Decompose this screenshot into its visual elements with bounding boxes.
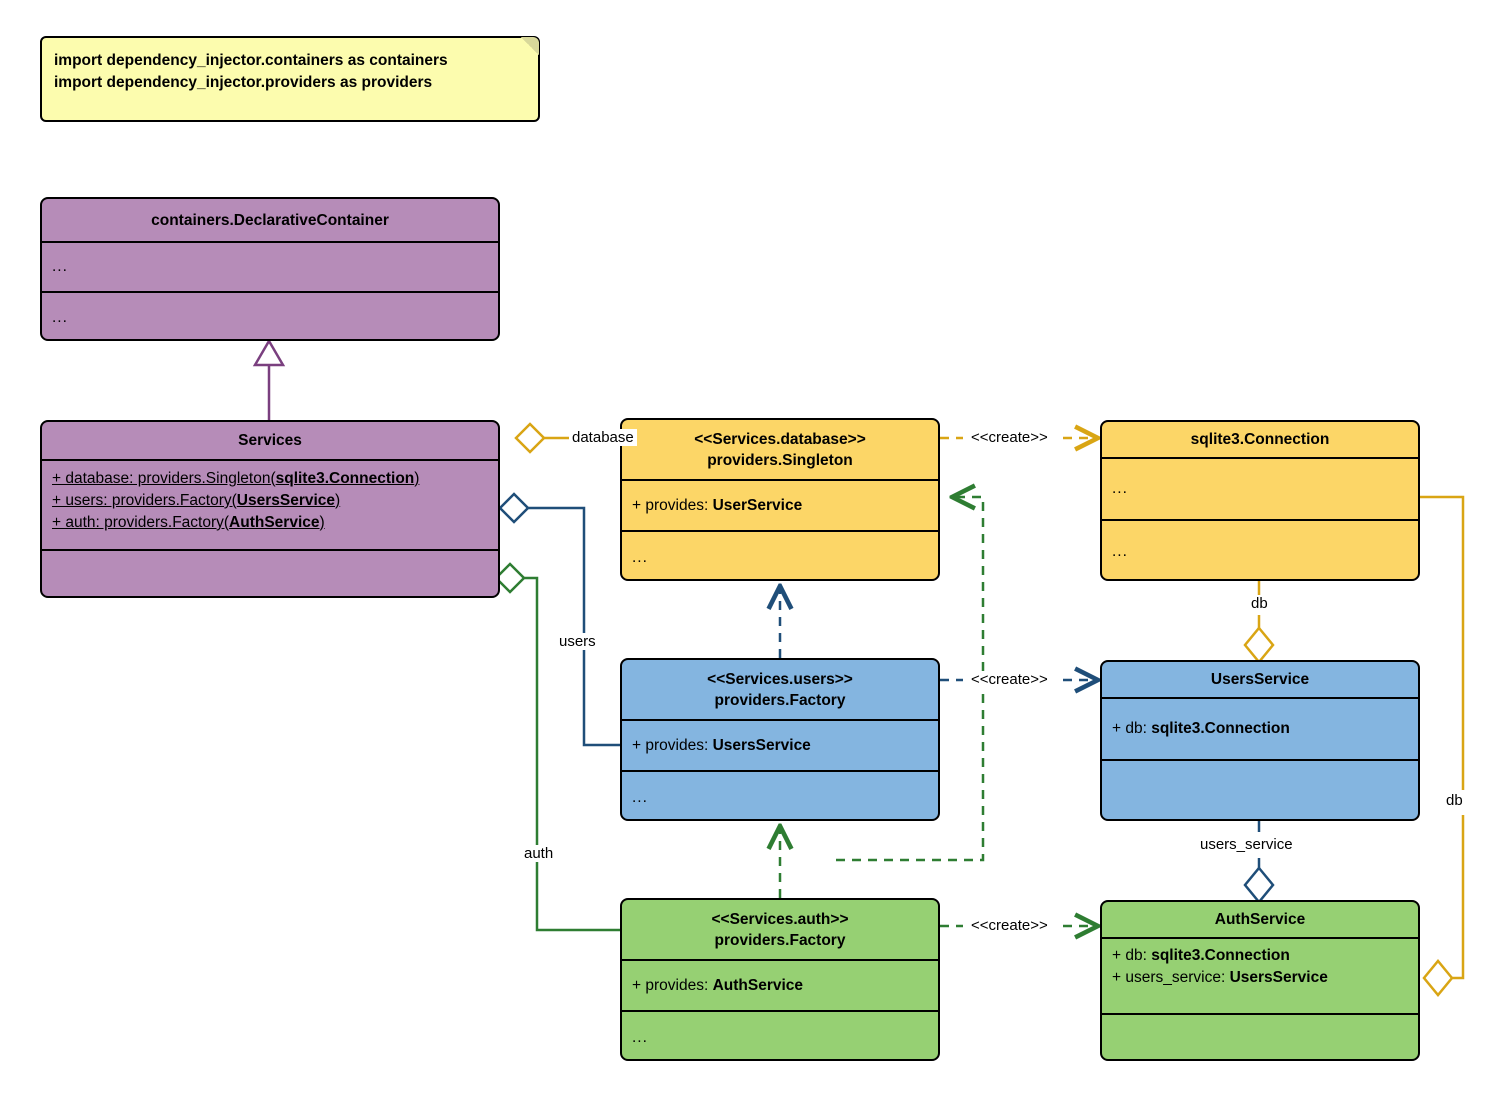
attribute-ellipsis: ...	[52, 258, 68, 275]
attribute-users-service: + users_service: UsersService	[1112, 969, 1328, 986]
attribute-db: + db: sqlite3.Connection	[1112, 720, 1290, 737]
method-ellipsis: ...	[52, 309, 68, 326]
attributes-compartment: + db: sqlite3.Connection + users_service…	[1102, 939, 1418, 1015]
class-stereotype: <<Services.auth>>	[711, 910, 849, 928]
attributes-compartment: ...	[1102, 459, 1418, 521]
attribute-ellipsis: ...	[1112, 480, 1128, 497]
class-auth-provider[interactable]: <<Services.auth>> providers.Factory + pr…	[620, 898, 940, 1061]
class-title: Services	[238, 432, 302, 449]
edge-generalization	[252, 338, 286, 420]
class-declarative-container[interactable]: containers.DeclarativeContainer ... ...	[40, 197, 500, 341]
methods-compartment	[42, 551, 498, 596]
attributes-compartment: + db: sqlite3.Connection	[1102, 699, 1418, 761]
methods-compartment: ...	[42, 293, 498, 339]
method-ellipsis: ...	[632, 1028, 648, 1046]
methods-compartment	[1102, 761, 1418, 819]
edge-label-db-users-service: db	[1248, 595, 1271, 612]
class-header: <<Services.database>> providers.Singleto…	[622, 420, 938, 481]
attribute-provides: + provides: UsersService	[632, 736, 811, 754]
class-header: AuthService	[1102, 902, 1418, 939]
class-stereotype: <<Services.users>>	[707, 670, 853, 688]
class-users-service[interactable]: UsersService + db: sqlite3.Connection	[1100, 660, 1420, 821]
methods-compartment: ...	[622, 772, 938, 819]
edge-label-auth: auth	[521, 845, 557, 862]
attributes-compartment: ...	[42, 243, 498, 293]
attribute-provides: + provides: AuthService	[632, 976, 804, 994]
class-header: containers.DeclarativeContainer	[42, 199, 498, 243]
method-ellipsis: ...	[632, 548, 648, 566]
class-services[interactable]: Services + database: providers.Singleton…	[40, 420, 500, 598]
edge-connection-db-authservice	[1420, 495, 1465, 997]
class-title: providers.Singleton	[707, 451, 853, 469]
edge-label-db-auth-service: db	[1443, 792, 1466, 809]
attribute-db: + db: sqlite3.Connection	[1112, 947, 1290, 964]
edge-label-create-auth: <<create>>	[968, 917, 1051, 934]
edge-label-users: users	[556, 633, 599, 650]
methods-compartment: ...	[622, 1012, 938, 1059]
methods-compartment: ...	[622, 532, 938, 579]
edge-usersservice-authservice	[1243, 821, 1275, 904]
class-title: providers.Factory	[714, 691, 846, 709]
edge-label-users-service: users_service	[1197, 836, 1296, 853]
note-fold-icon	[521, 37, 539, 55]
attribute-users: + users: providers.Factory(UsersService)	[52, 492, 341, 509]
attribute-database: + database: providers.Singleton(sqlite3.…	[52, 470, 420, 487]
class-auth-service[interactable]: AuthService + db: sqlite3.Connection + u…	[1100, 900, 1420, 1061]
class-header: <<Services.users>> providers.Factory	[622, 660, 938, 721]
class-title: sqlite3.Connection	[1190, 431, 1330, 448]
class-stereotype: <<Services.database>>	[694, 430, 866, 448]
class-title: providers.Factory	[714, 931, 846, 949]
attributes-compartment: + database: providers.Singleton(sqlite3.…	[42, 461, 498, 551]
method-ellipsis: ...	[632, 788, 648, 806]
method-ellipsis: ...	[1112, 543, 1128, 560]
class-header: <<Services.auth>> providers.Factory	[622, 900, 938, 961]
class-title: containers.DeclarativeContainer	[151, 211, 389, 229]
edge-label-create-users: <<create>>	[968, 671, 1051, 688]
edge-label-create-database: <<create>>	[968, 429, 1051, 446]
class-database-provider[interactable]: <<Services.database>> providers.Singleto…	[620, 418, 940, 581]
class-users-provider[interactable]: <<Services.users>> providers.Factory + p…	[620, 658, 940, 821]
attribute-provides: + provides: UserService	[632, 496, 803, 514]
class-header: Services	[42, 422, 498, 461]
class-header: sqlite3.Connection	[1102, 422, 1418, 459]
edge-label-database: database	[569, 429, 637, 446]
attribute-auth: + auth: providers.Factory(AuthService)	[52, 514, 325, 531]
imports-note-text: import dependency_injector.containers as…	[54, 52, 448, 91]
class-title: AuthService	[1214, 911, 1306, 928]
class-title: UsersService	[1210, 671, 1310, 688]
edge-services-auth	[494, 562, 620, 932]
methods-compartment	[1102, 1015, 1418, 1059]
class-header: UsersService	[1102, 662, 1418, 699]
class-sqlite3-connection[interactable]: sqlite3.Connection ... ...	[1100, 420, 1420, 581]
attributes-compartment: + provides: UserService	[622, 481, 938, 532]
attributes-compartment: + provides: AuthService	[622, 961, 938, 1012]
methods-compartment: ...	[1102, 521, 1418, 579]
imports-note: import dependency_injector.containers as…	[40, 36, 540, 122]
attributes-compartment: + provides: UsersService	[622, 721, 938, 772]
edge-services-users	[498, 492, 620, 747]
edge-connection-db-usersservice	[1243, 581, 1275, 664]
